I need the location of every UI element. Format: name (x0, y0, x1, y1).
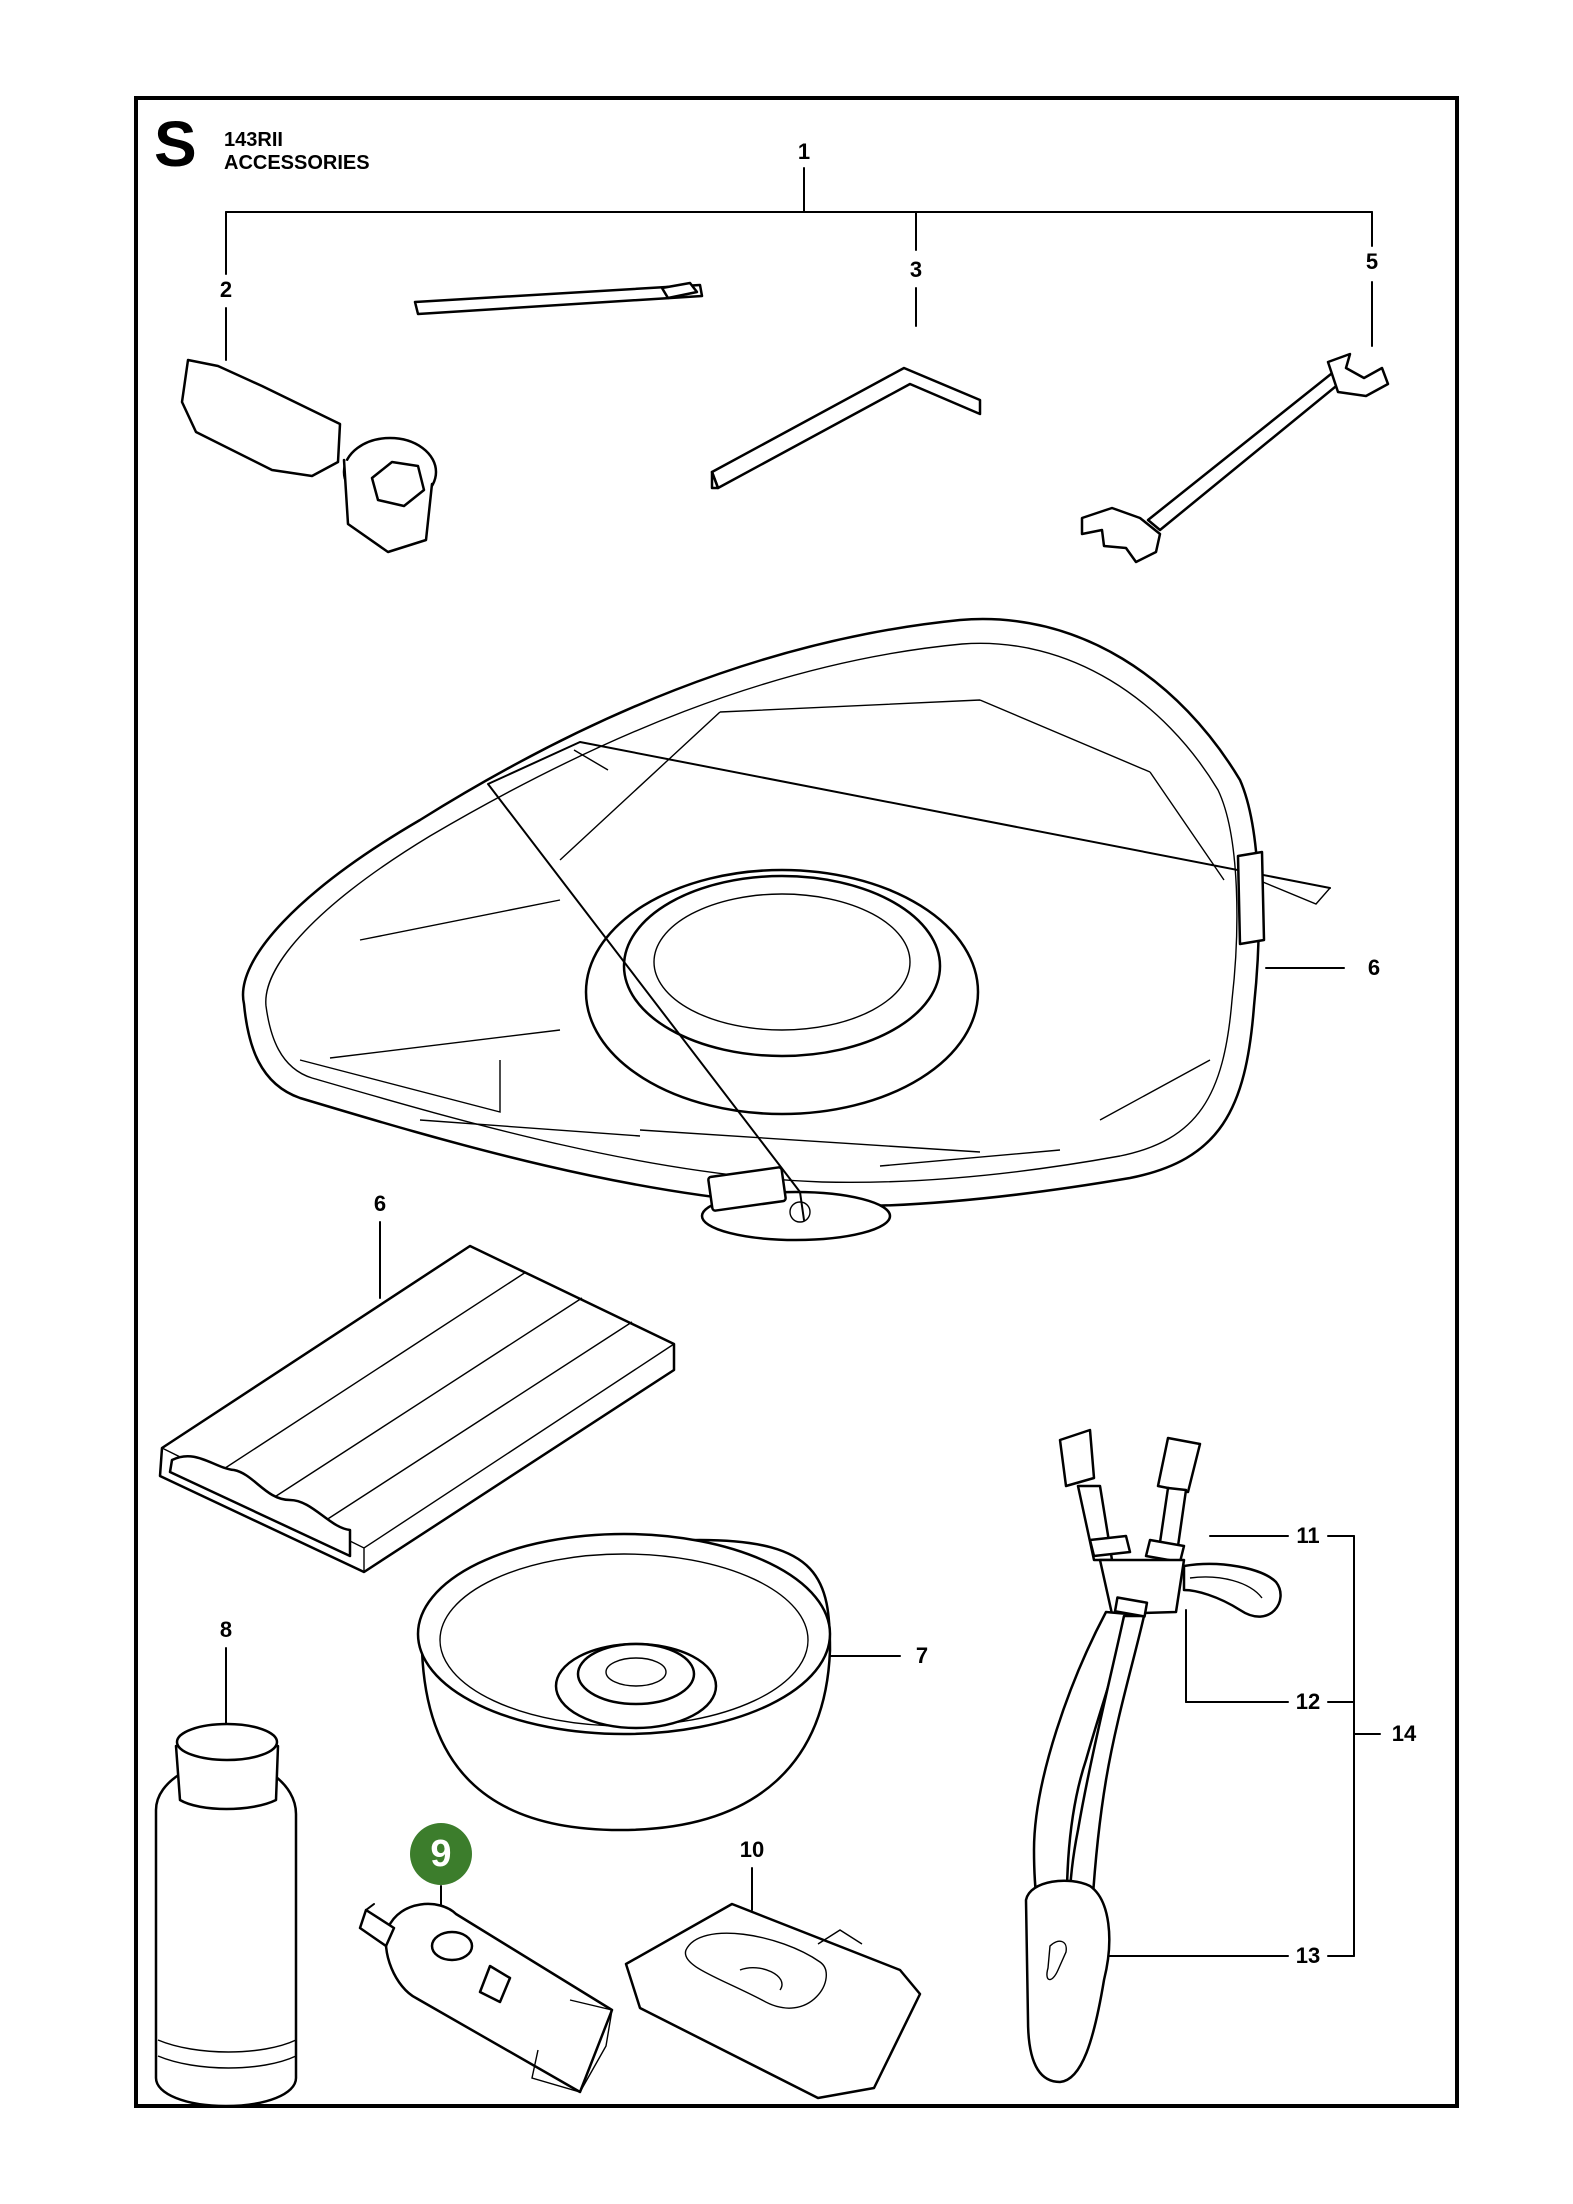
spare-part-bag-icon (624, 1902, 922, 2100)
callout-10: 10 (739, 1837, 765, 1862)
diagram-frame (134, 96, 1459, 2108)
callout-9-highlight: 9 (410, 1823, 472, 1885)
section-letter: S (154, 108, 197, 180)
category-title: ACCESSORIES (224, 152, 370, 174)
combination-spanner-icon (180, 281, 704, 554)
oil-bottle-icon (154, 1722, 298, 2108)
harness-icon (1024, 1428, 1282, 2084)
support-cup-icon (416, 1532, 832, 1832)
guard-extension-icon (158, 1244, 676, 1574)
callout-3: 3 (909, 257, 923, 282)
model-name: 143RII (224, 129, 283, 151)
callout-8: 8 (219, 1617, 233, 1642)
callout-6-guard: 6 (1367, 955, 1381, 980)
callout-6-extension: 6 (373, 1191, 387, 1216)
trimmer-guard-icon (241, 617, 1331, 1242)
callout-7: 7 (915, 1643, 929, 1668)
hex-key-icon (710, 366, 982, 490)
open-end-wrench-icon (1080, 352, 1390, 564)
callout-5: 5 (1365, 249, 1379, 274)
callout-13: 13 (1295, 1943, 1321, 1968)
callout-14: 14 (1391, 1721, 1417, 1746)
callout-12: 12 (1295, 1689, 1321, 1714)
callout-2: 2 (219, 277, 233, 302)
grease-tube-icon (358, 1902, 614, 2094)
callout-1: 1 (797, 139, 811, 164)
callout-11: 11 (1296, 1523, 1320, 1548)
